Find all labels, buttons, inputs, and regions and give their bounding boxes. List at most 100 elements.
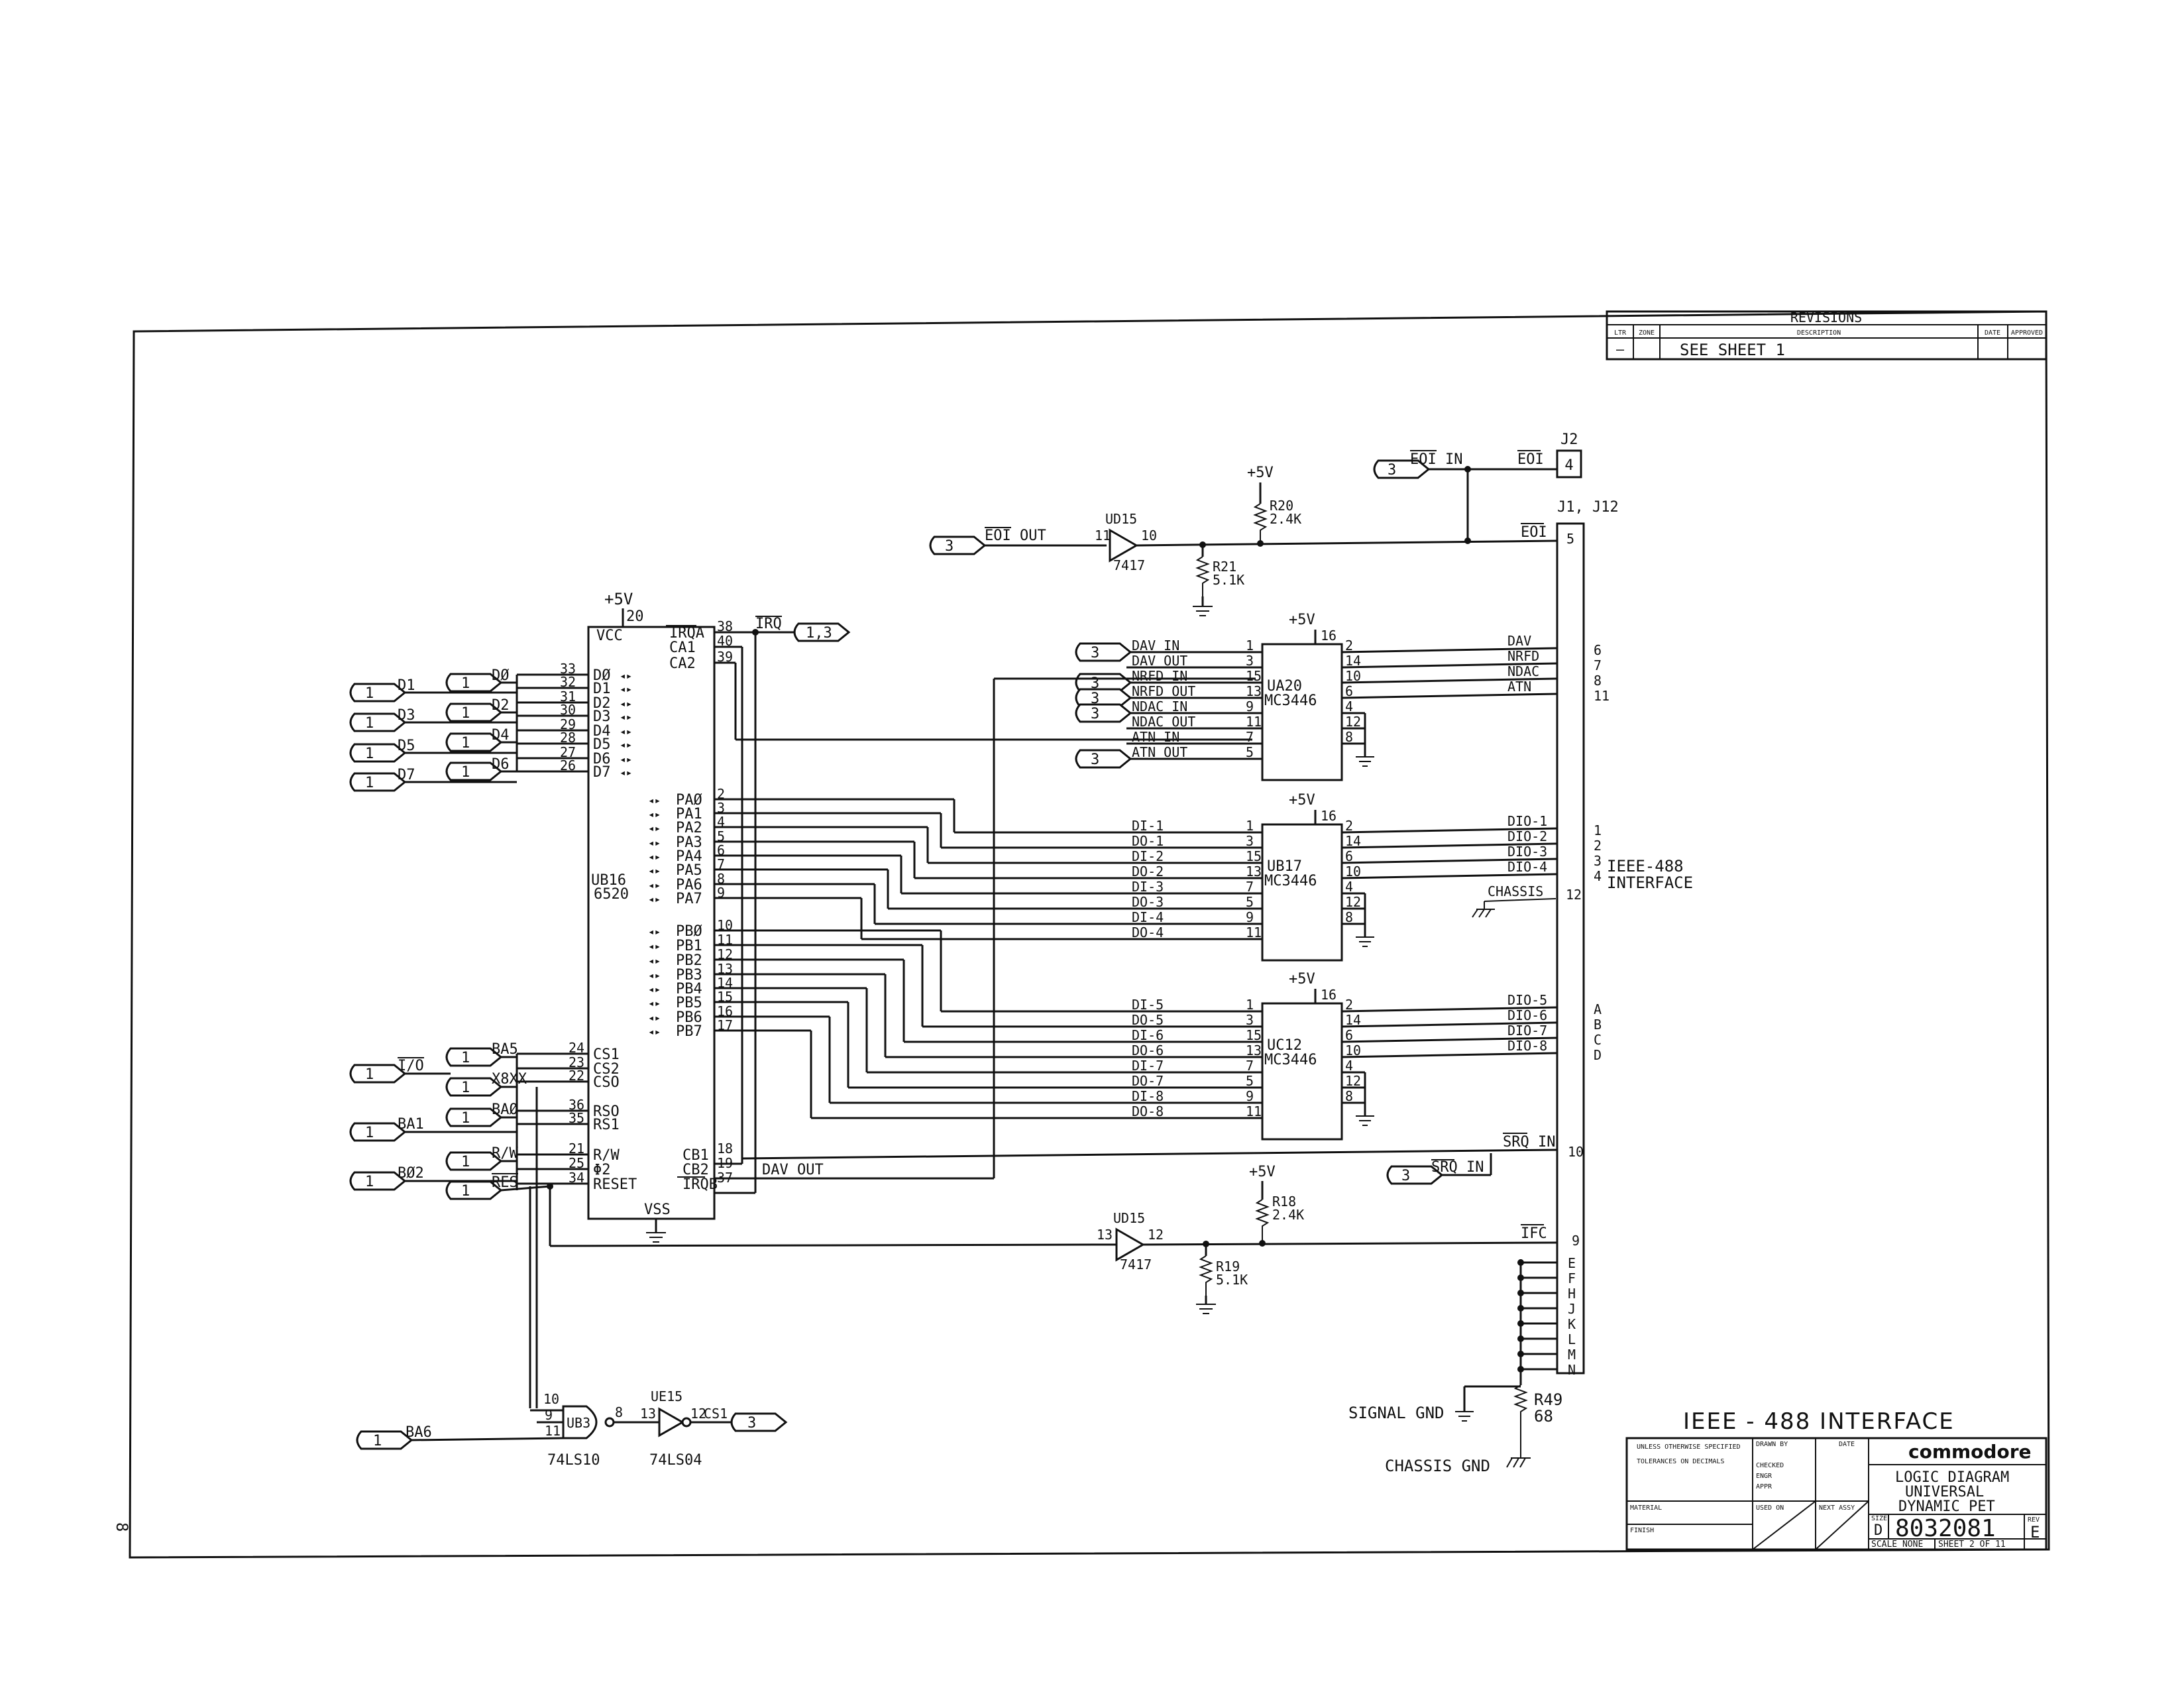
ub16-pa-pinnum: 2 (717, 786, 725, 802)
input-label-io: I/O (398, 1058, 424, 1074)
offpage-nrfd-out (1075, 688, 1132, 708)
ub16-pa-PA1: PA1 (676, 806, 702, 822)
ub16-arrow: ◂▸ (648, 850, 661, 863)
offpage-x8xx (445, 1077, 503, 1097)
offpage-eoi-out-label: 3 (945, 538, 954, 555)
xcvr-gnd-pin: 4 (1345, 1058, 1353, 1074)
xcvr-output-pin: 2 (1345, 818, 1353, 834)
offpage-srq-label: 3 (1401, 1168, 1410, 1184)
offpage-irq (793, 622, 851, 642)
ud15a-name: UD15 (1105, 511, 1137, 527)
j1-pin-label: 1 (1594, 822, 1602, 838)
xcvr-part: MC3446 (1264, 873, 1317, 889)
title-mid-2: ENGR (1756, 1473, 1773, 1480)
offpage-eoi-out (929, 535, 987, 555)
xcvr-output-wire (1341, 1037, 1558, 1043)
j1-pin-ifc: 9 (1572, 1233, 1580, 1249)
ub16-pb-PB7: PB7 (676, 1023, 702, 1040)
title-mid-5: NEXT ASSY (1819, 1504, 1855, 1512)
ub16-pa-pinnum: 5 (717, 828, 725, 844)
ub16-pa-PA7: PA7 (676, 891, 702, 907)
r19-name: R19 (1216, 1259, 1240, 1274)
ub16-arrow: ◂▸ (648, 879, 661, 891)
ub3-nand-gate (562, 1405, 598, 1439)
ub16-pb-PB2: PB2 (676, 952, 702, 969)
drawing-frame (129, 310, 2050, 1559)
ub16-arrow: ◂▸ (648, 925, 661, 938)
ub16-pa-pinnum: 7 (717, 856, 725, 872)
xcvr-gnd-pin: 12 (1345, 894, 1361, 910)
xcvr-input-pin: 13 (1246, 683, 1262, 699)
ub16-right-CA2: CA2 (669, 655, 696, 672)
input-label-d1: D1 (398, 677, 415, 694)
xcvr-output-pin: 10 (1345, 1042, 1361, 1058)
xcvr-output-wire (1341, 662, 1558, 669)
ub16-name: UB16 (591, 872, 626, 889)
offpage-d6-label: 1 (461, 764, 470, 781)
revisions-header-date: DATE (1985, 329, 2000, 337)
ud15a-in: 11 (1095, 528, 1111, 543)
ub16-arrow: ◂▸ (620, 683, 632, 695)
ub16-pb-PB1: PB1 (676, 938, 702, 954)
xcvr-input-pin: 9 (1246, 1088, 1254, 1104)
ub3-name: UB3 (567, 1415, 590, 1431)
eoi-in-label: EOI IN (1410, 451, 1462, 468)
xcvr-input-pin: 11 (1246, 925, 1262, 940)
xcvr-name: UA20 (1267, 678, 1302, 695)
input-label-x8xx: X8XX (492, 1071, 527, 1088)
offpage-x8xx-label: 1 (461, 1080, 470, 1096)
xcvr-bus-label: DIO-7 (1507, 1023, 1547, 1039)
drawing-number: 8032081 (1895, 1515, 1996, 1542)
ub16-pin-D6: D6 (593, 751, 611, 767)
xcvr-input-pin: 1 (1246, 818, 1254, 834)
offpage-ba0 (445, 1107, 503, 1127)
ub16-arrow: ◂▸ (648, 808, 661, 820)
srq-in-bus-label: SRQ IN (1503, 1134, 1555, 1151)
title-left-1: TOLERANCES ON DECIMALS (1637, 1458, 1724, 1465)
offpage-rw-label: 1 (461, 1154, 470, 1170)
xcvr-input-label: DI-5 (1132, 997, 1164, 1013)
ba6-label: BA6 (406, 1424, 432, 1441)
eoi-bus-label: EOI (1521, 524, 1547, 541)
r19-resistor (1199, 1255, 1213, 1296)
rev-value: E (2030, 1523, 2040, 1542)
xcvr-output-pin: 2 (1345, 997, 1353, 1013)
offpage-ndac-in (1075, 703, 1132, 723)
ub16-pin-D4: D4 (593, 723, 611, 740)
xcvr-power: +5V (1289, 792, 1315, 809)
ue15-part: 74LS04 (649, 1452, 702, 1469)
ub16-arrow: ◂▸ (620, 766, 632, 779)
xcvr-output-wire (1341, 858, 1558, 864)
offpage-d5 (349, 743, 407, 763)
xcvr-input-label: DAV IN (1132, 638, 1179, 653)
title-left-0: UNLESS OTHERWISE SPECIFIED (1637, 1443, 1741, 1451)
ub16-pb-PB6: PB6 (676, 1009, 702, 1026)
ub16-arrow: ◂▸ (620, 738, 632, 751)
signal-gnd-label: SIGNAL GND (1348, 1404, 1445, 1422)
offpage-io-label: 1 (365, 1066, 374, 1083)
offpage-cs1 (730, 1412, 788, 1432)
ub16-part: 6520 (594, 886, 629, 903)
xcvr-output-wire (1341, 693, 1558, 699)
xcvr-output-wire (1341, 1052, 1558, 1058)
xcvr-input-pin: 13 (1246, 1042, 1262, 1058)
revisions-row-description: SEE SHEET 1 (1680, 341, 1785, 359)
ub16-vcc-pin: 20 (626, 608, 644, 625)
ground-symbol (1356, 756, 1374, 767)
r20-name: R20 (1270, 498, 1293, 514)
eoi-section: 3 EOI IN EOI 3 EOI OUT UD15 11 10 7417 E… (929, 450, 1558, 616)
xcvr-input-label: DO-6 (1132, 1042, 1164, 1058)
xcvr-input-pin: 1 (1246, 997, 1254, 1013)
margin-mark: 8 (113, 1522, 131, 1532)
ub16-ctrl-RSO: RSO (593, 1103, 620, 1120)
ub16-pa-pinnum: 8 (717, 871, 725, 887)
xcvr-output-wire (1341, 827, 1558, 834)
ue15-in: 13 (640, 1406, 656, 1422)
r18-name: R18 (1272, 1194, 1296, 1209)
interface-line-2: INTERFACE (1607, 873, 1693, 892)
ub16-pin-DØ: DØ (593, 667, 611, 684)
title-left-2: MATERIAL (1630, 1504, 1662, 1512)
ub16-arrow: ◂▸ (620, 725, 632, 738)
